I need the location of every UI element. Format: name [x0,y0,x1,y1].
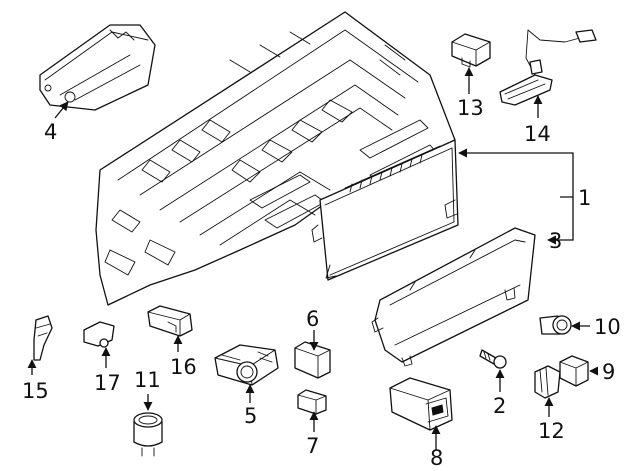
callout-11: 11 [134,368,161,392]
callout-labels: 1 3 4 13 14 15 17 16 11 5 6 7 8 2 10 12 … [22,96,621,470]
callout-7: 7 [306,434,319,458]
leader-3 [547,197,574,245]
callout-13: 13 [457,96,484,120]
part-4-module [39,24,156,111]
callout-10: 10 [594,315,621,339]
callout-16: 16 [170,355,197,379]
callout-17: 17 [94,371,121,395]
part-8-module [389,377,453,431]
callout-6: 6 [306,307,319,331]
callout-4: 4 [44,120,57,144]
callout-14: 14 [524,122,551,146]
callout-1: 1 [578,186,591,210]
part-2-screw [479,349,507,369]
callout-12: 12 [538,419,565,443]
part-6-switch [294,341,331,379]
part-11-round-switch [133,412,163,457]
part-9-bracket [559,355,589,387]
callout-3: 3 [549,229,562,253]
part-17-sensor [83,321,115,348]
part-10-round-button [539,315,572,335]
instrument-panel-frame [95,11,456,306]
part-13-switch [451,33,491,68]
callout-9: 9 [602,360,615,384]
leader-1 [458,148,574,198]
callout-8: 8 [430,446,443,470]
part-5-switch-assembly [214,344,279,386]
part-3-cluster-bezel [371,227,536,367]
callout-5: 5 [244,404,257,428]
leader-4 [54,101,69,119]
leader-lines [27,67,599,450]
callout-15: 15 [22,379,49,403]
part-1-display [311,139,459,281]
part-16-switch [147,305,193,337]
part-15-sensor [33,315,53,361]
callout-2: 2 [493,394,506,418]
part-7-connector [297,389,327,415]
part-14-harness [499,29,597,106]
part-12-bracket [534,365,561,399]
